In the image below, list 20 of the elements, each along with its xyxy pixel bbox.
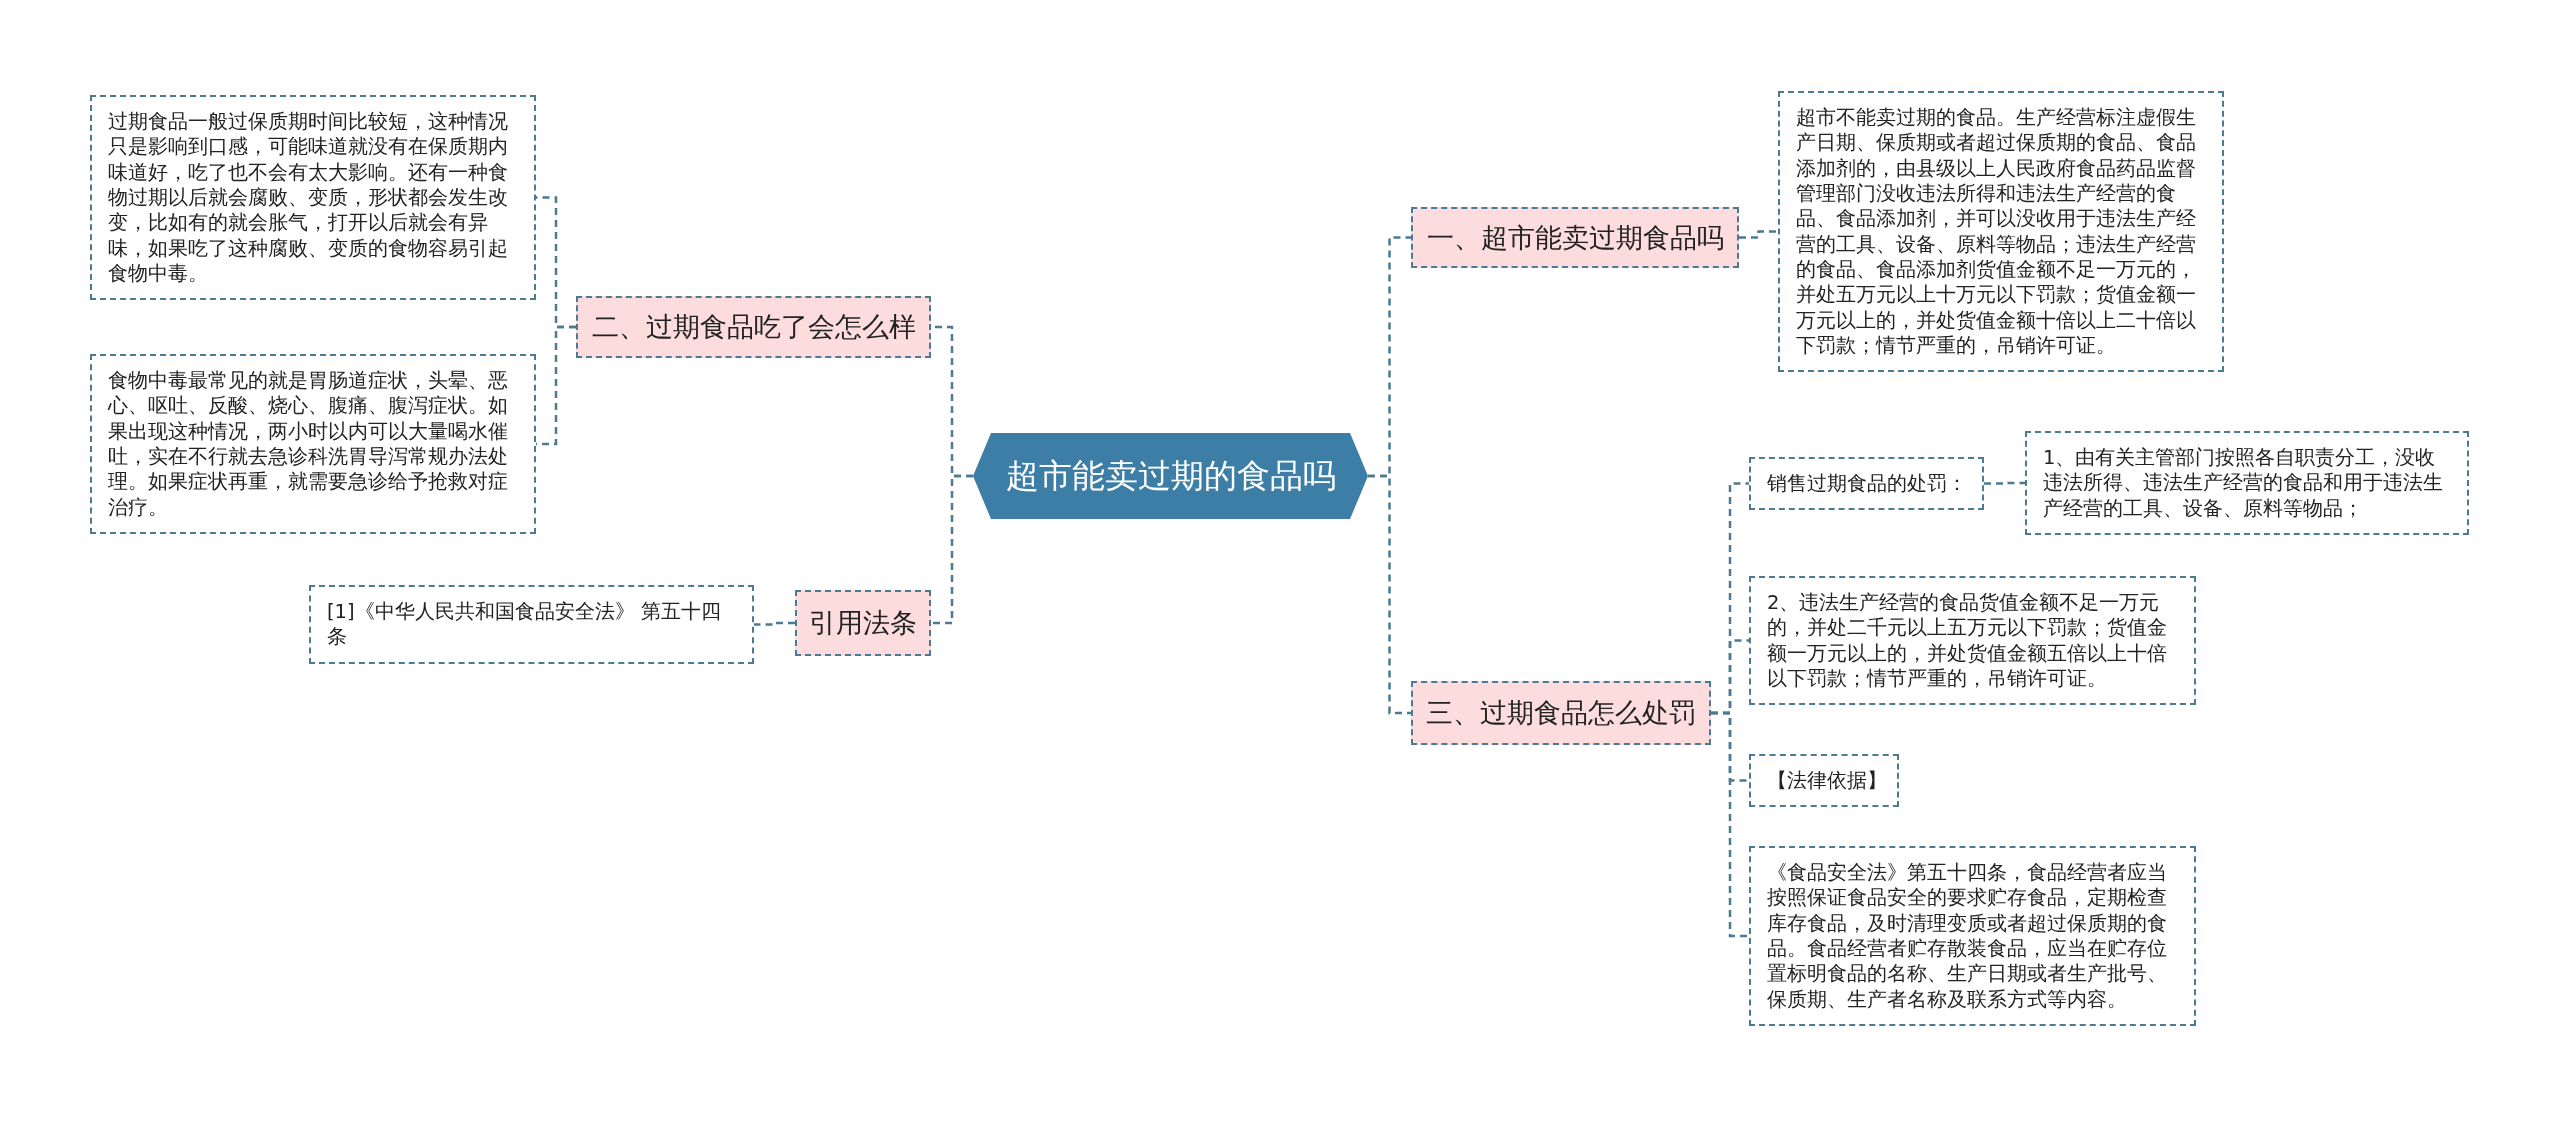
- topic-box: 引用法条: [795, 590, 931, 656]
- connector: [754, 621, 795, 626]
- text-box: 2、违法生产经营的食品货值金额不足一万元的，并处二千元以上五万元以下罚款；货值金额一万元以上的，并处货值金额五倍以上十倍以下罚款；情节严重的，吊销许可证。: [1749, 576, 2196, 706]
- text-box: 《食品安全法》第五十四条，食品经营者应当按照保证食品安全的要求贮存食品，定期检查库存食品，及时清理变质或者超过保质期的食品。食品经营者贮存散装食品，应当在贮存位置标明食品的名称、生产日期或者生产批号、保质期、生产者名称及联系方式等内容。: [1749, 846, 2196, 1027]
- topic-box: 一、超市能卖过期食品吗: [1411, 207, 1739, 268]
- central-topic: 超市能卖过期的食品吗: [973, 433, 1368, 519]
- connector: [931, 474, 973, 625]
- connector: [1739, 230, 1778, 239]
- text-box: 食物中毒最常见的就是胃肠道症状，头晕、恶心、呕吐、反酸、烧心、腹痛、腹泻症状。如果出现这种情况，两小时以内可以大量喝水催吐，实在不行就去急诊科洗胃导泻常规办法处理。如果症状再重，就需要急诊给予抢救对症治疗。: [90, 354, 536, 535]
- text-box: 超市不能卖过期的食品。生产经营标注虚假生产日期、保质期或者超过保质期的食品、食品添加剂的，由县级以上人民政府食品药品监督管理部门没收违法所得和违法生产经营的食品、食品添加剂，并可以没收用于违法生产经营的工具、设备、原料等物品；违法生产经营的食品、食品添加剂货值金额不足一万元的，并处五万元以上十万元以下罚款；货值金额一万元以上的，并处货值金额十倍以上二十倍以下罚款；情节严重的，吊销许可证。: [1778, 91, 2224, 373]
- connector: [1368, 474, 1411, 715]
- connector: [1984, 481, 2025, 485]
- text-box: 【法律依据】: [1749, 754, 1899, 808]
- text-box: [1]《中华人民共和国食品安全法》 第五十四条: [309, 585, 754, 664]
- topic-box: 三、过期食品怎么处罚: [1411, 681, 1711, 745]
- connector: [1711, 711, 1749, 938]
- text-box: 过期食品一般过保质期时间比较短，这种情况只是影响到口感，可能味道就没有在保质期内味道好，吃了也不会有太大影响。还有一种食物过期以后就会腐败、变质，形状都会发生改变，比如有的就会胀气，打开以后就会有异味，如果吃了这种腐败、变质的食物容易引起食物中毒。: [90, 95, 536, 301]
- topic-box: 二、过期食品吃了会怎么样: [576, 296, 931, 358]
- text-box: 1、由有关主管部门按照各自职责分工，没收违法所得、违法生产经营的食品和用于违法生产经营的工具、设备、原料等物品；: [2025, 431, 2469, 536]
- text-box: 销售过期食品的处罚：: [1749, 457, 1984, 511]
